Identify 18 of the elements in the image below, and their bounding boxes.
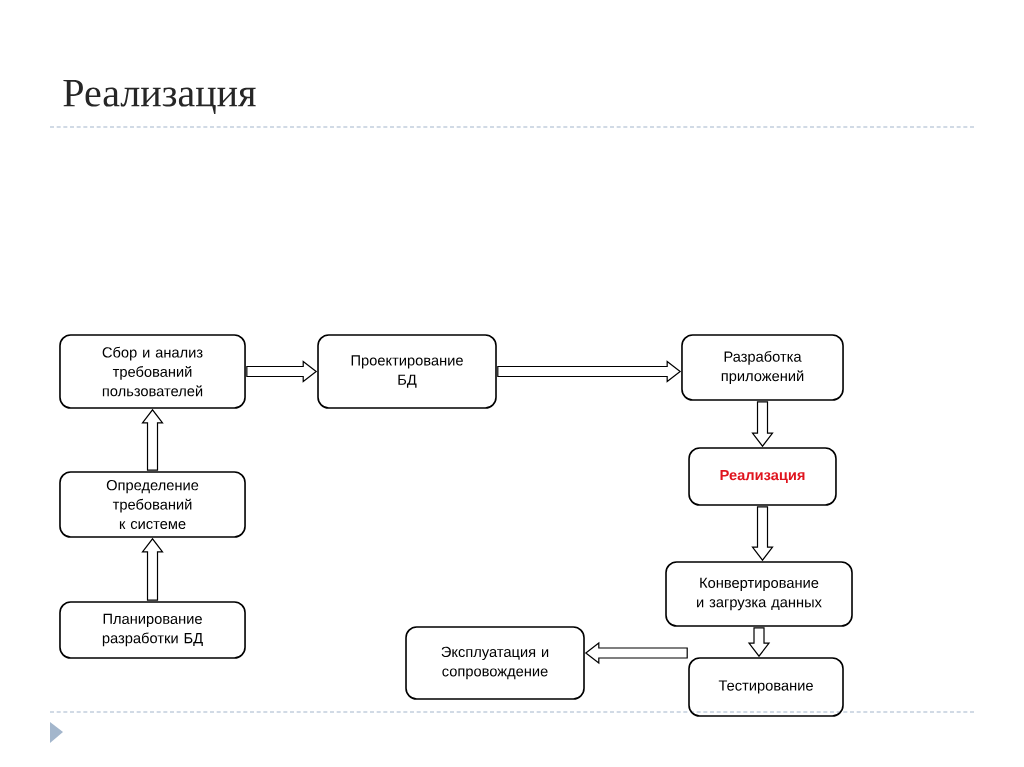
block-arrow [584, 641, 688, 665]
block-arrow [246, 360, 318, 383]
block-arrow [141, 408, 164, 471]
title: Реализация [63, 80, 256, 114]
block-arrow [751, 506, 774, 562]
process-box: Тестирование [688, 657, 844, 717]
block-arrow [747, 627, 771, 658]
process-box: Проектирование БД [317, 334, 497, 409]
process-box: Разработка приложений [681, 334, 844, 401]
process-box: Планирование разработки БД [59, 601, 246, 659]
process-box: Эксплуатация и сопровождение [405, 626, 585, 700]
process-box: Конвертирование и загрузка данных [665, 561, 853, 627]
block-arrow [141, 537, 164, 601]
process-box: Определение требований к системе [59, 471, 246, 538]
process-box: Реализация [688, 447, 837, 506]
block-arrow [751, 401, 774, 448]
block-arrow [497, 360, 682, 383]
process-box: Сбор и анализ требований пользователей [59, 334, 246, 409]
